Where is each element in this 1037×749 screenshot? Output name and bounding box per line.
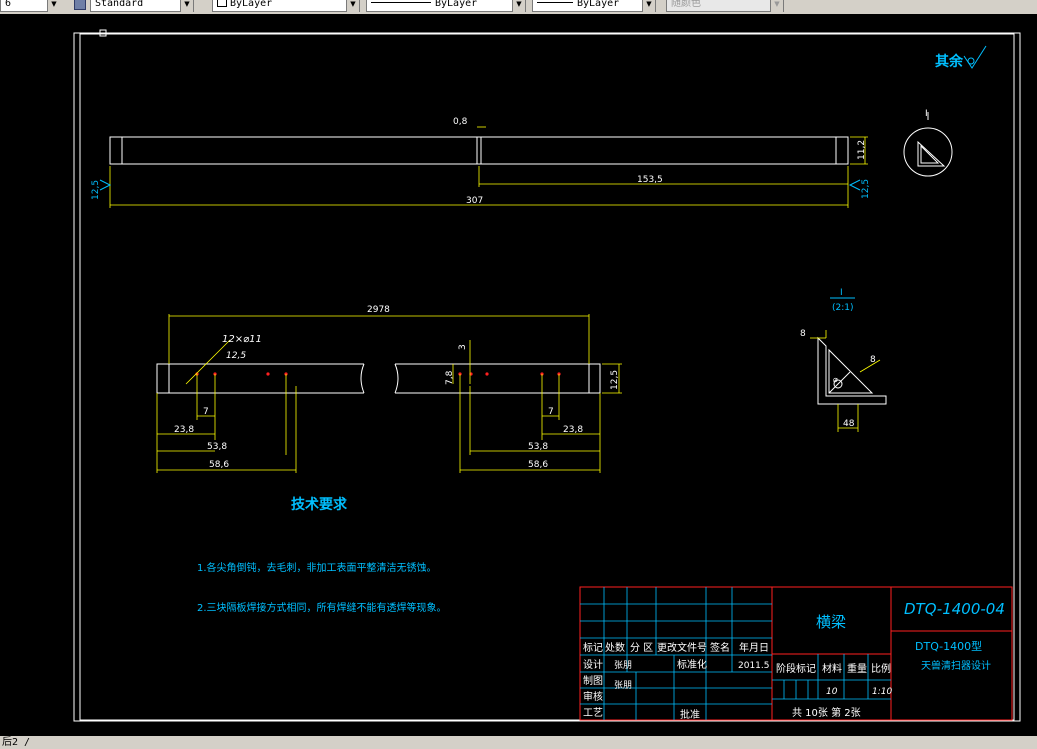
standardize: 标准化 xyxy=(677,658,707,671)
detail-dim-48: 48 xyxy=(843,419,855,429)
dim-12-5: 12,5 xyxy=(610,370,620,390)
hdr-zone: 分 区 xyxy=(630,642,653,654)
dim-height: 11,2 xyxy=(857,140,867,160)
layer-color-select[interactable]: ByLayer xyxy=(212,0,360,12)
bar-top-dimensions xyxy=(109,126,868,208)
weight: 重量 xyxy=(847,662,867,675)
cad-drawing: 其余 0,8 153,5 307 11,2 12,5 12,5 I xyxy=(73,29,1021,722)
dim-7-8: 7,8 xyxy=(445,370,455,385)
drawing-number: DTQ-1400-04 xyxy=(904,600,1005,618)
dim-58-6-right: 58,6 xyxy=(528,460,548,470)
grip-handle[interactable] xyxy=(99,29,107,37)
row-check: 审核 xyxy=(583,690,603,703)
chevron-down-icon[interactable]: ▼ xyxy=(346,0,359,12)
bar-top-view xyxy=(109,136,849,165)
color-swatch-icon xyxy=(217,0,227,7)
row-process: 工艺 xyxy=(583,707,603,719)
detail-label: I xyxy=(840,288,843,298)
dim-23-8-left: 23,8 xyxy=(174,425,194,435)
text-style-select[interactable]: Standard xyxy=(90,0,194,12)
part-name: 横梁 xyxy=(816,613,846,631)
detail-dim-8-top: 8 xyxy=(800,329,806,339)
lineweight-label: ByLayer xyxy=(577,0,620,9)
hdr-date: 年月日 xyxy=(739,641,769,654)
paper-border xyxy=(73,32,1021,722)
drawing-canvas[interactable]: 其余 0,8 153,5 307 11,2 12,5 12,5 I xyxy=(0,14,1037,736)
section-circle-icon xyxy=(903,112,953,177)
dim-53-8-left: 53,8 xyxy=(207,442,227,452)
title-block xyxy=(579,586,1013,721)
scale-val: 1:10 xyxy=(872,687,892,697)
roughness-label: 其余 xyxy=(935,53,964,70)
tech-title: 技术要求 xyxy=(291,496,348,513)
dim-gap: 0,8 xyxy=(453,117,468,127)
row-design: 设计 xyxy=(583,658,603,671)
detail-scale: (2:1) xyxy=(832,303,854,313)
layer-color-label: ByLayer xyxy=(230,0,273,9)
bar-front-view xyxy=(156,363,601,394)
hole-markers xyxy=(195,372,561,376)
rough-right: 12,5 xyxy=(861,179,871,199)
detail-dimensions xyxy=(810,330,881,432)
dim-23-8-right: 23,8 xyxy=(563,425,583,435)
detail-dim-phi: ⌀ xyxy=(833,375,838,384)
chevron-down-icon[interactable]: ▼ xyxy=(512,0,525,12)
command-line-status[interactable]: 后2 / xyxy=(0,736,1037,749)
rough-left: 12,5 xyxy=(91,180,101,200)
material: 材料 xyxy=(822,662,842,675)
project-line-1: DTQ-1400型 xyxy=(915,639,982,653)
dim-53-8-right: 53,8 xyxy=(528,442,548,452)
linetype-label: ByLayer xyxy=(435,0,478,9)
properties-toolbar: 6 ▼ Standard ▼ ByLayer ▼ ByLayer ▼ ByLay… xyxy=(0,0,1037,15)
stage-mark: 阶段标记 xyxy=(776,662,816,675)
approve: 批准 xyxy=(680,708,700,721)
detail-dim-8-diag: 8 xyxy=(870,355,876,365)
row-draw: 制图 xyxy=(583,674,603,687)
dim-7-right: 7 xyxy=(548,407,554,417)
lineweight-select[interactable]: ByLayer xyxy=(532,0,656,12)
hdr-count: 处数 xyxy=(605,641,625,654)
section-mark: I xyxy=(925,109,928,119)
dim-half: 153,5 xyxy=(637,175,663,185)
chevron-down-icon[interactable]: ▼ xyxy=(47,0,60,12)
date: 2011.5 xyxy=(738,661,770,671)
roughness-right-icon xyxy=(848,179,861,191)
material-val: 10 xyxy=(826,687,838,697)
dim-58-6-left: 58,6 xyxy=(209,460,229,470)
tech-note-1: 1.各尖角倒钝，去毛刺，非加工表面平整清洁无锈蚀。 xyxy=(197,561,437,574)
plot-style-select: 随颜色 xyxy=(666,0,784,12)
chevron-down-icon[interactable]: ▼ xyxy=(642,0,655,12)
linetype-sample-icon xyxy=(371,2,431,3)
dim-3: 3 xyxy=(458,344,468,350)
roughness-symbol-icon xyxy=(963,45,987,69)
tech-note-2: 2.三块隔板焊接方式相同，所有焊缝不能有透焊等现象。 xyxy=(197,601,447,614)
linetype-select[interactable]: ByLayer xyxy=(366,0,526,12)
hdr-doc: 更改文件号 xyxy=(657,641,707,654)
hdr-mark: 标记 xyxy=(583,642,603,654)
dim-length: 2978 xyxy=(367,305,390,315)
lineweight-sample-icon xyxy=(537,2,573,3)
project-line-2: 天兽清扫器设计 xyxy=(921,659,991,672)
chevron-down-icon[interactable]: ▼ xyxy=(180,0,193,12)
roughness-left-icon xyxy=(99,179,112,191)
hdr-sign: 签名 xyxy=(710,641,730,654)
hole-rough: 12,5 xyxy=(226,351,246,361)
text-style-icon[interactable] xyxy=(74,0,86,10)
dim-7-left: 7 xyxy=(203,407,209,417)
hole-callout: 12×⌀11 xyxy=(222,334,262,345)
designer: 张朋 xyxy=(614,660,632,671)
scale-hdr: 比例 xyxy=(871,662,891,675)
chevron-down-icon: ▼ xyxy=(770,0,783,12)
sheets: 共 10张 第 2张 xyxy=(792,706,861,719)
drawing-frame xyxy=(79,33,1015,721)
detail-angle-section xyxy=(817,336,887,405)
bar-front-dimensions xyxy=(156,314,622,473)
dim-total: 307 xyxy=(466,196,483,206)
drafter: 张朋 xyxy=(614,680,632,691)
